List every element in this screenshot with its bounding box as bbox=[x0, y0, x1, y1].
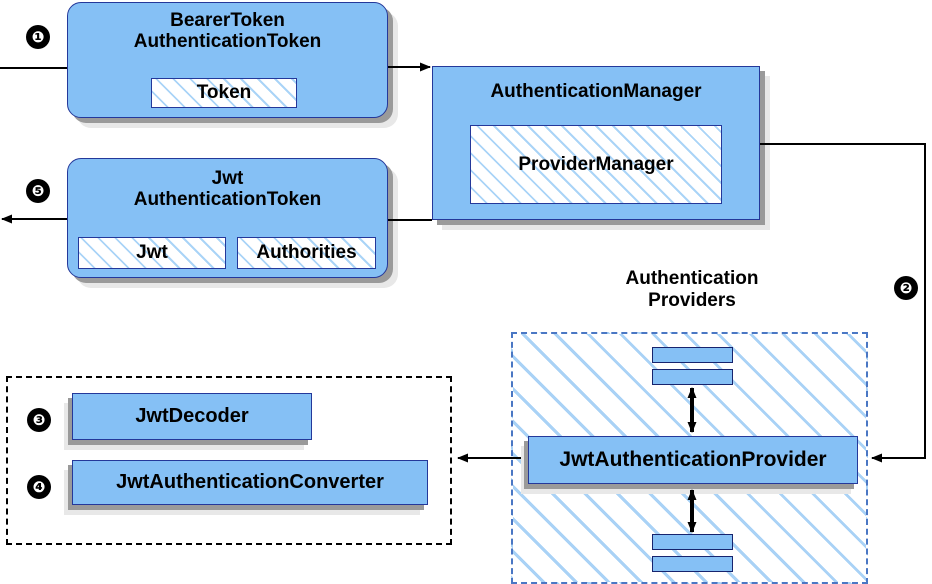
bearer-token-slot-label: Token bbox=[196, 82, 252, 103]
authentication-providers-title-line2: Providers bbox=[648, 290, 736, 312]
provider-stub-bar-bottom-1 bbox=[652, 534, 733, 550]
authentication-providers-title-line1: Authentication bbox=[625, 268, 759, 289]
step-badge-4: ❹ bbox=[27, 475, 51, 499]
jwt-decoder-node[interactable]: JwtDecoder bbox=[72, 393, 312, 440]
provider-manager-slot[interactable]: ProviderManager bbox=[470, 125, 722, 204]
jwt-authentication-converter-label: JwtAuthenticationConverter bbox=[116, 471, 384, 493]
step-badge-3: ❸ bbox=[27, 408, 51, 432]
jwt-authentication-converter-node[interactable]: JwtAuthenticationConverter bbox=[72, 460, 428, 505]
authentication-providers-title: Authentication Providers bbox=[562, 268, 822, 313]
jwt-helpers-group bbox=[6, 376, 452, 545]
provider-stub-bar-bottom-2 bbox=[652, 556, 733, 572]
step-badge-1: ❶ bbox=[26, 25, 50, 49]
jwt-decoder-label: JwtDecoder bbox=[135, 405, 249, 427]
provider-stub-bar-top-2 bbox=[652, 369, 733, 385]
step-badge-5: ❺ bbox=[26, 179, 50, 203]
jwt-token-slot-jwt[interactable]: Jwt bbox=[78, 237, 226, 269]
jwt-token-line2: AuthenticationToken bbox=[133, 188, 322, 210]
authentication-manager-title: AuthenticationManager bbox=[490, 81, 702, 102]
bearer-token-line2: AuthenticationToken bbox=[133, 30, 322, 52]
bearer-token-line1: BearerToken bbox=[170, 10, 285, 31]
provider-stub-bar-top-1 bbox=[652, 347, 733, 363]
jwt-token-slot-jwt-label: Jwt bbox=[136, 242, 168, 263]
bearer-token-slot[interactable]: Token bbox=[151, 78, 297, 108]
jwt-authentication-provider-node[interactable]: JwtAuthenticationProvider bbox=[528, 436, 858, 484]
jwt-token-slot-authorities[interactable]: Authorities bbox=[237, 237, 376, 269]
provider-manager-label: ProviderManager bbox=[518, 153, 674, 175]
jwt-authentication-token-node[interactable]: Jwt AuthenticationToken bbox=[67, 158, 388, 278]
jwt-authentication-provider-label: JwtAuthenticationProvider bbox=[559, 448, 827, 471]
jwt-token-slot-authorities-label: Authorities bbox=[256, 242, 357, 263]
step-badge-2: ❷ bbox=[894, 276, 918, 300]
jwt-token-line1: Jwt bbox=[211, 168, 244, 189]
